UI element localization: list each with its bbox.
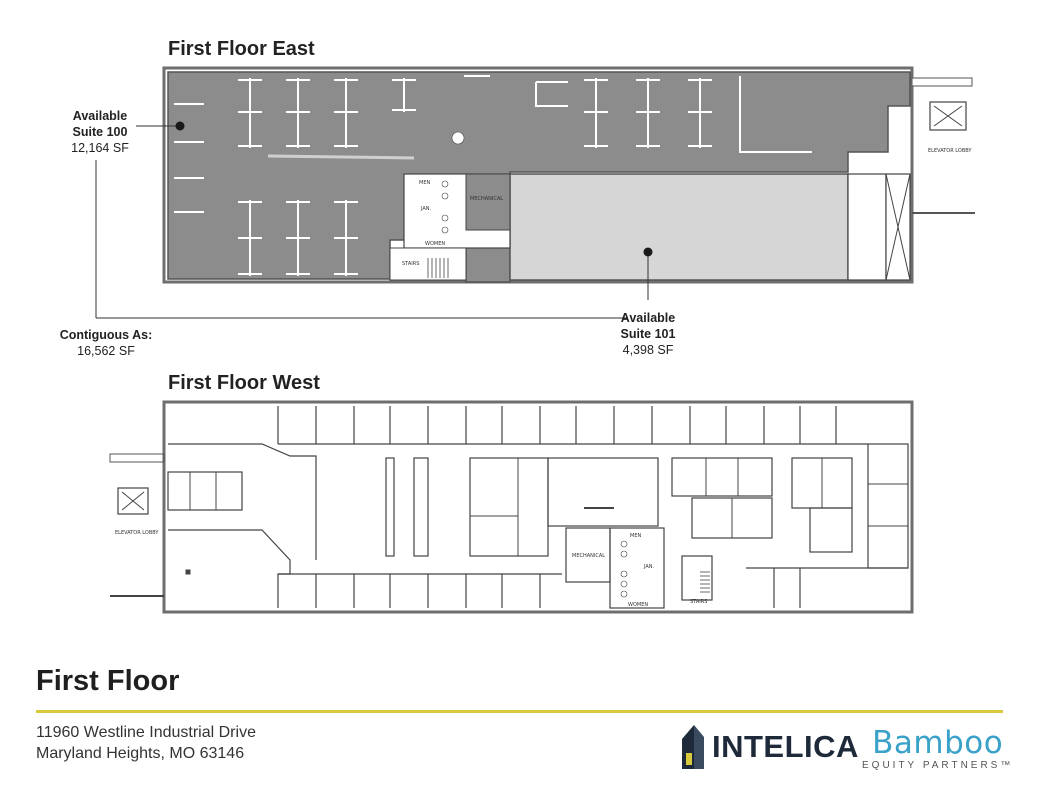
east-callout-lines (95, 125, 649, 319)
west-mechanical-label: MECHANICAL (572, 553, 605, 559)
west-restroom-fixtures (620, 540, 628, 598)
east-stair-treads (427, 258, 449, 278)
accent-divider (36, 710, 1003, 713)
suite-101-line2: Suite 101 (620, 327, 676, 341)
east-mechanical-room (465, 173, 511, 231)
bamboo-subtitle: EQUITY PARTNERS™ (862, 760, 1014, 771)
west-floor-title: First Floor West (168, 372, 320, 394)
suite-100-line1: Available (72, 109, 128, 123)
west-top-offices (277, 406, 868, 445)
east-stairs-label: STAIRS (402, 261, 419, 267)
west-stairs-label: STAIRS (690, 599, 707, 605)
intelica-mark-icon (682, 725, 704, 769)
east-mechanical-label: MECHANICAL (470, 196, 503, 202)
west-elevator-lobby-label: ELEVATOR LOBBY (115, 530, 159, 536)
east-floor-title: First Floor East (168, 38, 315, 60)
intelica-logo: INTELICA (680, 722, 859, 772)
east-men-label: MEN (419, 180, 430, 186)
contiguous-area: 16,562 SF (77, 344, 135, 358)
suite-101-marker (643, 247, 653, 257)
page-title: First Floor (36, 665, 180, 697)
east-restroom-fixtures (441, 131, 465, 234)
west-restroom-core (609, 527, 665, 609)
east-floor-plan: ELEVATOR LOBBY MECHANICAL MEN JAN. WOMEN… (95, 66, 975, 319)
west-floor-plan (109, 400, 914, 614)
suite-101-area: 4,398 SF (622, 343, 674, 357)
east-elevator-lobby-label: ELEVATOR LOBBY (928, 148, 972, 154)
suite-101-line1: Available (620, 311, 676, 325)
intelica-wordmark: INTELICA (712, 729, 859, 764)
west-stairs (681, 555, 713, 601)
bamboo-logo: Bamboo EQUITY PARTNERS™ (862, 726, 1013, 772)
east-jan-label: JAN. (420, 206, 432, 212)
west-jan-label: JAN. (643, 564, 655, 570)
east-right-rooms (847, 173, 887, 281)
suite-100-marker (175, 121, 185, 131)
suite-100-label: Available Suite 100 12,164 SF (50, 108, 150, 156)
west-men-label: MEN (630, 533, 641, 539)
suite-101-area (509, 173, 849, 281)
suite-100-area: 12,164 SF (71, 141, 129, 155)
west-women-label: WOMEN (628, 602, 648, 608)
suite-100-line2: Suite 100 (72, 125, 128, 139)
contiguous-title: Contiguous As: (59, 328, 153, 342)
address-line-1: 11960 Westline Industrial Drive (36, 724, 256, 741)
suite-101-label: Available Suite 101 4,398 SF (598, 310, 698, 358)
east-women-label: WOMEN (425, 241, 445, 247)
contiguous-label: Contiguous As: 16,562 SF (46, 327, 166, 359)
east-workstations (174, 75, 812, 276)
west-building-outline (162, 400, 914, 614)
address-line-2: Maryland Heights, MO 63146 (36, 745, 245, 762)
bamboo-wordmark: Bamboo (872, 725, 1004, 761)
